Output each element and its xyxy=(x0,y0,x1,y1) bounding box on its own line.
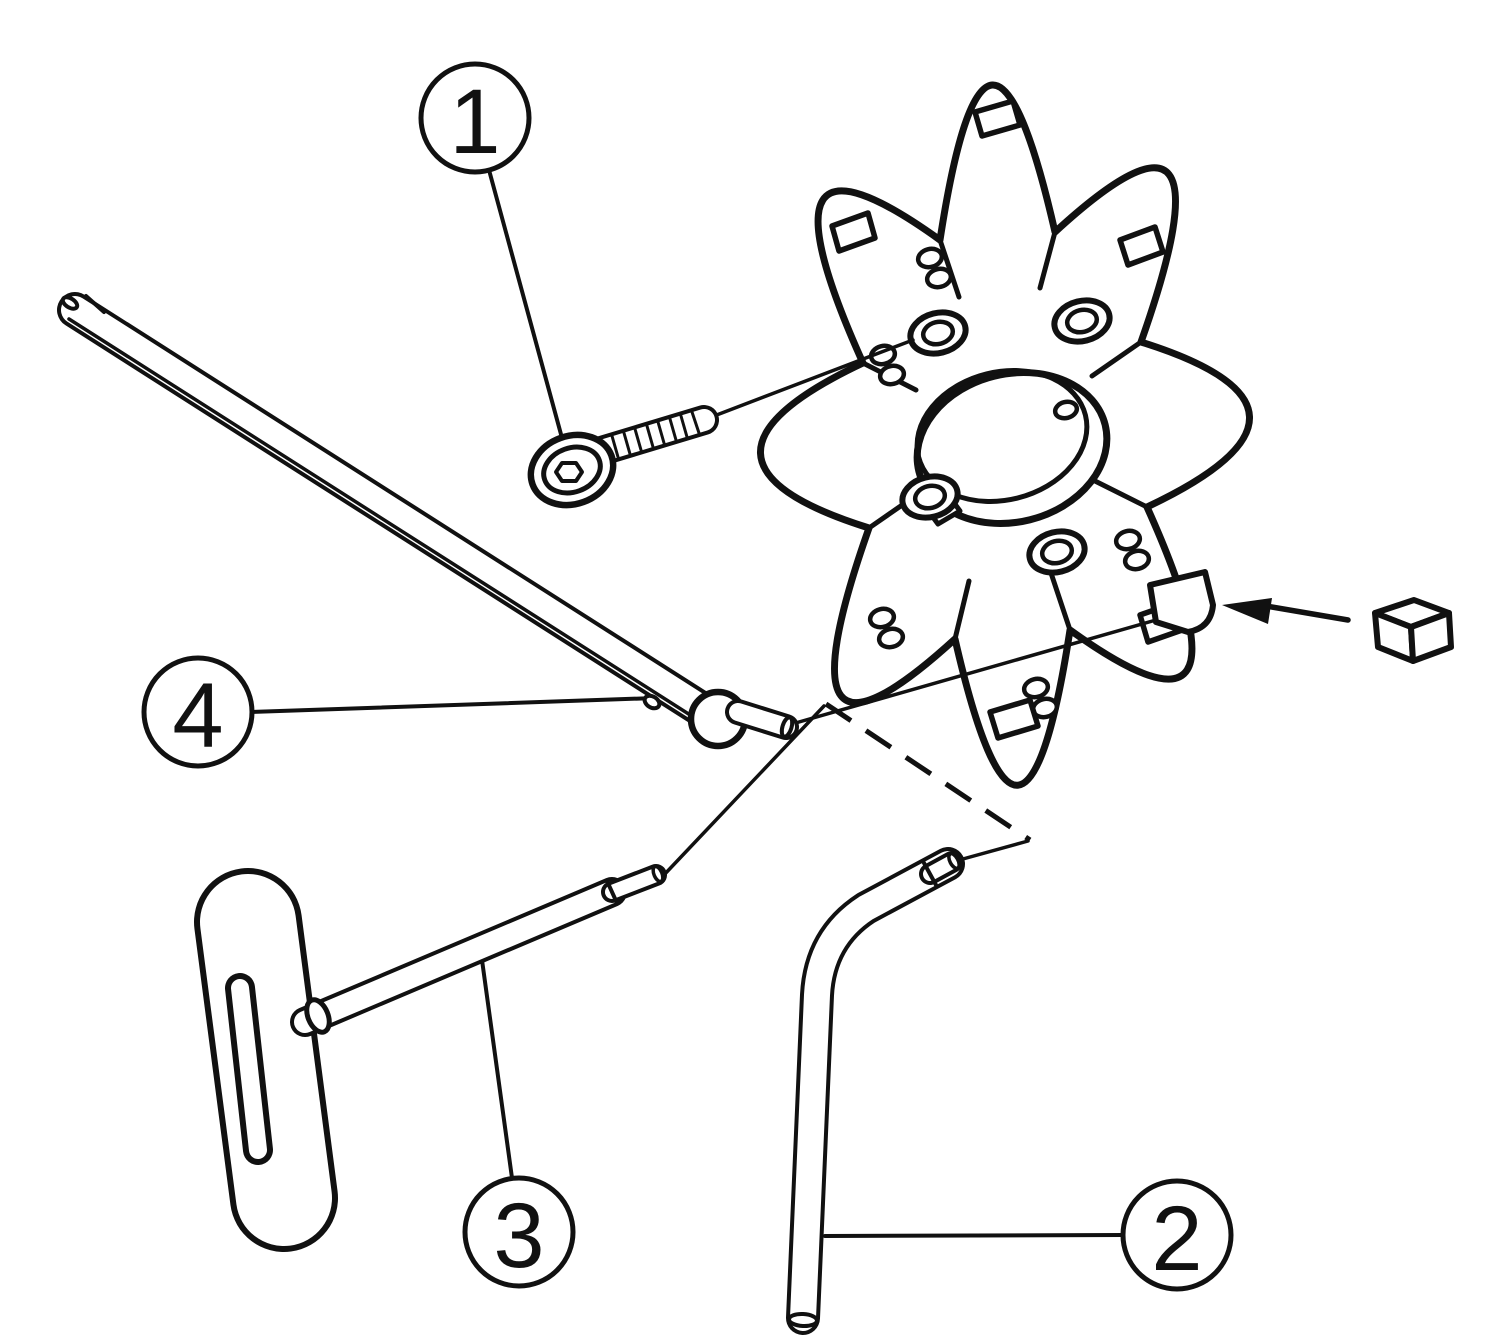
callout-circle xyxy=(1120,1178,1234,1292)
insert-seat xyxy=(829,210,878,254)
insert-seat xyxy=(987,697,1041,741)
insert-seat xyxy=(972,98,1023,139)
wrench-to-pocket-line xyxy=(790,618,1158,726)
countersunk-clamp-screw xyxy=(527,405,719,509)
hex-key-axis-line xyxy=(950,839,1030,864)
callout-4-leader xyxy=(250,696,657,714)
hex-key-tip-step xyxy=(922,861,938,887)
mounting-hole-bore xyxy=(912,483,948,511)
callout-3-leader xyxy=(480,958,514,1180)
wrench-tip-step xyxy=(84,294,106,314)
wrench-pin-end xyxy=(779,715,795,739)
callout-circle xyxy=(462,1175,576,1289)
arrow-shaft xyxy=(1263,603,1351,623)
screw-to-hole-line xyxy=(712,338,915,418)
callout-circle xyxy=(418,61,532,175)
callout-circle xyxy=(141,655,255,769)
callout-2-leader xyxy=(823,1233,1125,1238)
cutting-insert-cube xyxy=(1372,597,1454,664)
shim-wrench-bar xyxy=(57,292,799,750)
hex-key-bottom-end xyxy=(787,1311,819,1329)
callout-1: 1 xyxy=(418,61,532,175)
clamp-set-screws xyxy=(867,246,1152,720)
hub-pin-hole xyxy=(1052,399,1080,421)
arrow-head xyxy=(1222,598,1272,624)
t-key-tip-step xyxy=(605,879,619,905)
insert-seat xyxy=(1117,224,1166,268)
hub-top-face xyxy=(914,368,1090,504)
callout-number: 2 xyxy=(1151,1188,1202,1290)
t-key-tip-end xyxy=(651,864,665,884)
callout-leader-lines xyxy=(250,168,1125,1238)
callout-3: 3 xyxy=(462,1175,576,1289)
wrench-thickness-line xyxy=(67,317,711,729)
mounting-hole-bore xyxy=(1064,307,1100,335)
t-handle-key xyxy=(194,864,667,1252)
mounting-hole-bore xyxy=(1039,538,1075,566)
callout-2: 2 xyxy=(1120,1178,1234,1292)
callout-number: 3 xyxy=(493,1185,544,1287)
assembly-axis-lines xyxy=(660,338,1158,879)
mounting-hole-bore xyxy=(920,319,956,347)
mounted-inserts xyxy=(829,98,1191,741)
cutter-hub-boss xyxy=(913,368,1111,527)
wrench-tip-detail xyxy=(60,295,80,311)
hidden-assembly-axis xyxy=(824,701,1032,843)
callout-number: 4 xyxy=(172,665,223,767)
t-key-axis-line xyxy=(660,704,826,879)
insert-direction-arrow xyxy=(1222,598,1351,624)
screw-threads xyxy=(610,410,701,459)
callout-4: 4 xyxy=(141,655,255,769)
disc-milling-cutter-body xyxy=(757,81,1253,789)
hex-key-tip-end xyxy=(947,851,961,871)
wrench-hole xyxy=(642,693,662,711)
insert-side-face xyxy=(1408,610,1454,664)
callout-number: 1 xyxy=(449,71,500,173)
callout-1-leader xyxy=(487,168,564,440)
screw-hex-socket xyxy=(554,461,584,483)
empty-insert-pocket xyxy=(1147,569,1216,635)
t-key-collar xyxy=(304,997,332,1035)
mounting-holes xyxy=(899,297,1113,576)
l-shaped-hex-key xyxy=(786,847,965,1335)
